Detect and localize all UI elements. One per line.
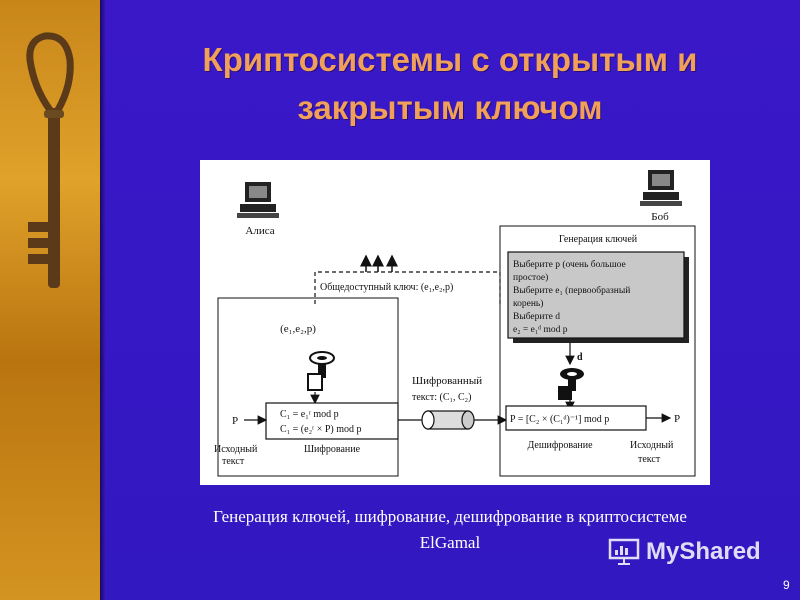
plaintext-left-1: Исходный (214, 444, 258, 455)
bob-computer-icon (640, 170, 682, 206)
plaintext-left-2: текст (222, 456, 245, 467)
keygen-box (507, 251, 685, 339)
decryption-key-icon (558, 368, 584, 400)
keygen-line-4: корень) (513, 298, 543, 309)
alice-computer-icon (237, 182, 279, 218)
cipher-label-2: текст: (C₁, C₂) (412, 392, 471, 403)
plaintext-right-2: текст (638, 454, 661, 465)
keygen-line-1: Выберите p (очень большое (513, 259, 626, 270)
brand-watermark: MyShared (608, 538, 761, 566)
title-line-1: Криптосистемы с открытым и (202, 41, 698, 78)
decryption-box (505, 405, 647, 431)
encryption-key-icon (307, 351, 335, 391)
alice-label: Алиса (245, 225, 274, 237)
caption-line-2: ElGamal (419, 533, 481, 552)
keygen-line-6: e₂ = e₁ᵈ mod p (513, 325, 568, 335)
left-decor-bar (0, 0, 100, 600)
left-bar-shadow (100, 0, 106, 600)
p-input-label: P (232, 415, 238, 427)
ciphertext-channel-icon (421, 410, 475, 430)
dec-formula: P = [C₂ × (C₁ᵈ)⁻¹] mod p (510, 414, 609, 425)
brand-text: MyShared (646, 538, 761, 565)
bob-label: Боб (651, 211, 669, 223)
diagram-svg: Алиса Боб Общедоступный ключ: (e₁,e₂,p) … (214, 170, 696, 477)
caption-line-1: Генерация ключей, шифрование, дешифрован… (213, 507, 687, 526)
enc-formula-1: C₁ = e₁ʳ mod p (280, 409, 339, 420)
alice-box (217, 297, 399, 477)
page-number: 9 (783, 578, 790, 592)
d-label: d (577, 352, 583, 363)
encryption-box (265, 402, 399, 440)
antique-key-icon (26, 32, 74, 288)
cipher-label-1: Шифрованный (412, 375, 482, 387)
title-line-2: закрытым ключом (297, 89, 603, 126)
keygen-title: Генерация ключей (559, 234, 638, 245)
p-output-label: P (674, 413, 680, 425)
public-key-dashed-line (314, 271, 500, 304)
decryption-label: Дешифрование (527, 440, 593, 451)
figure-caption: Генерация ключей, шифрование, дешифрован… (110, 504, 790, 556)
alice-key-tuple: (e₁,e₂,p) (280, 323, 316, 335)
bob-box (499, 225, 696, 477)
elgamal-diagram: Алиса Боб Общедоступный ключ: (e₁,e₂,p) … (200, 160, 710, 485)
keygen-line-2: простое) (513, 272, 548, 283)
plaintext-right-1: Исходный (630, 440, 674, 451)
enc-formula-2: C₁ = (e₂ʳ × P) mod p (280, 424, 362, 435)
presentation-board-icon (608, 538, 640, 565)
keygen-line-5: Выберите d (513, 311, 560, 322)
keygen-line-3: Выберите e₁ (первообразный (513, 285, 630, 296)
slide-title: Криптосистемы с открытым и закрытым ключ… (130, 36, 770, 132)
encryption-label: Шифрование (304, 444, 361, 455)
public-key-label: Общедоступный ключ: (e₁,e₂,p) (320, 282, 453, 293)
